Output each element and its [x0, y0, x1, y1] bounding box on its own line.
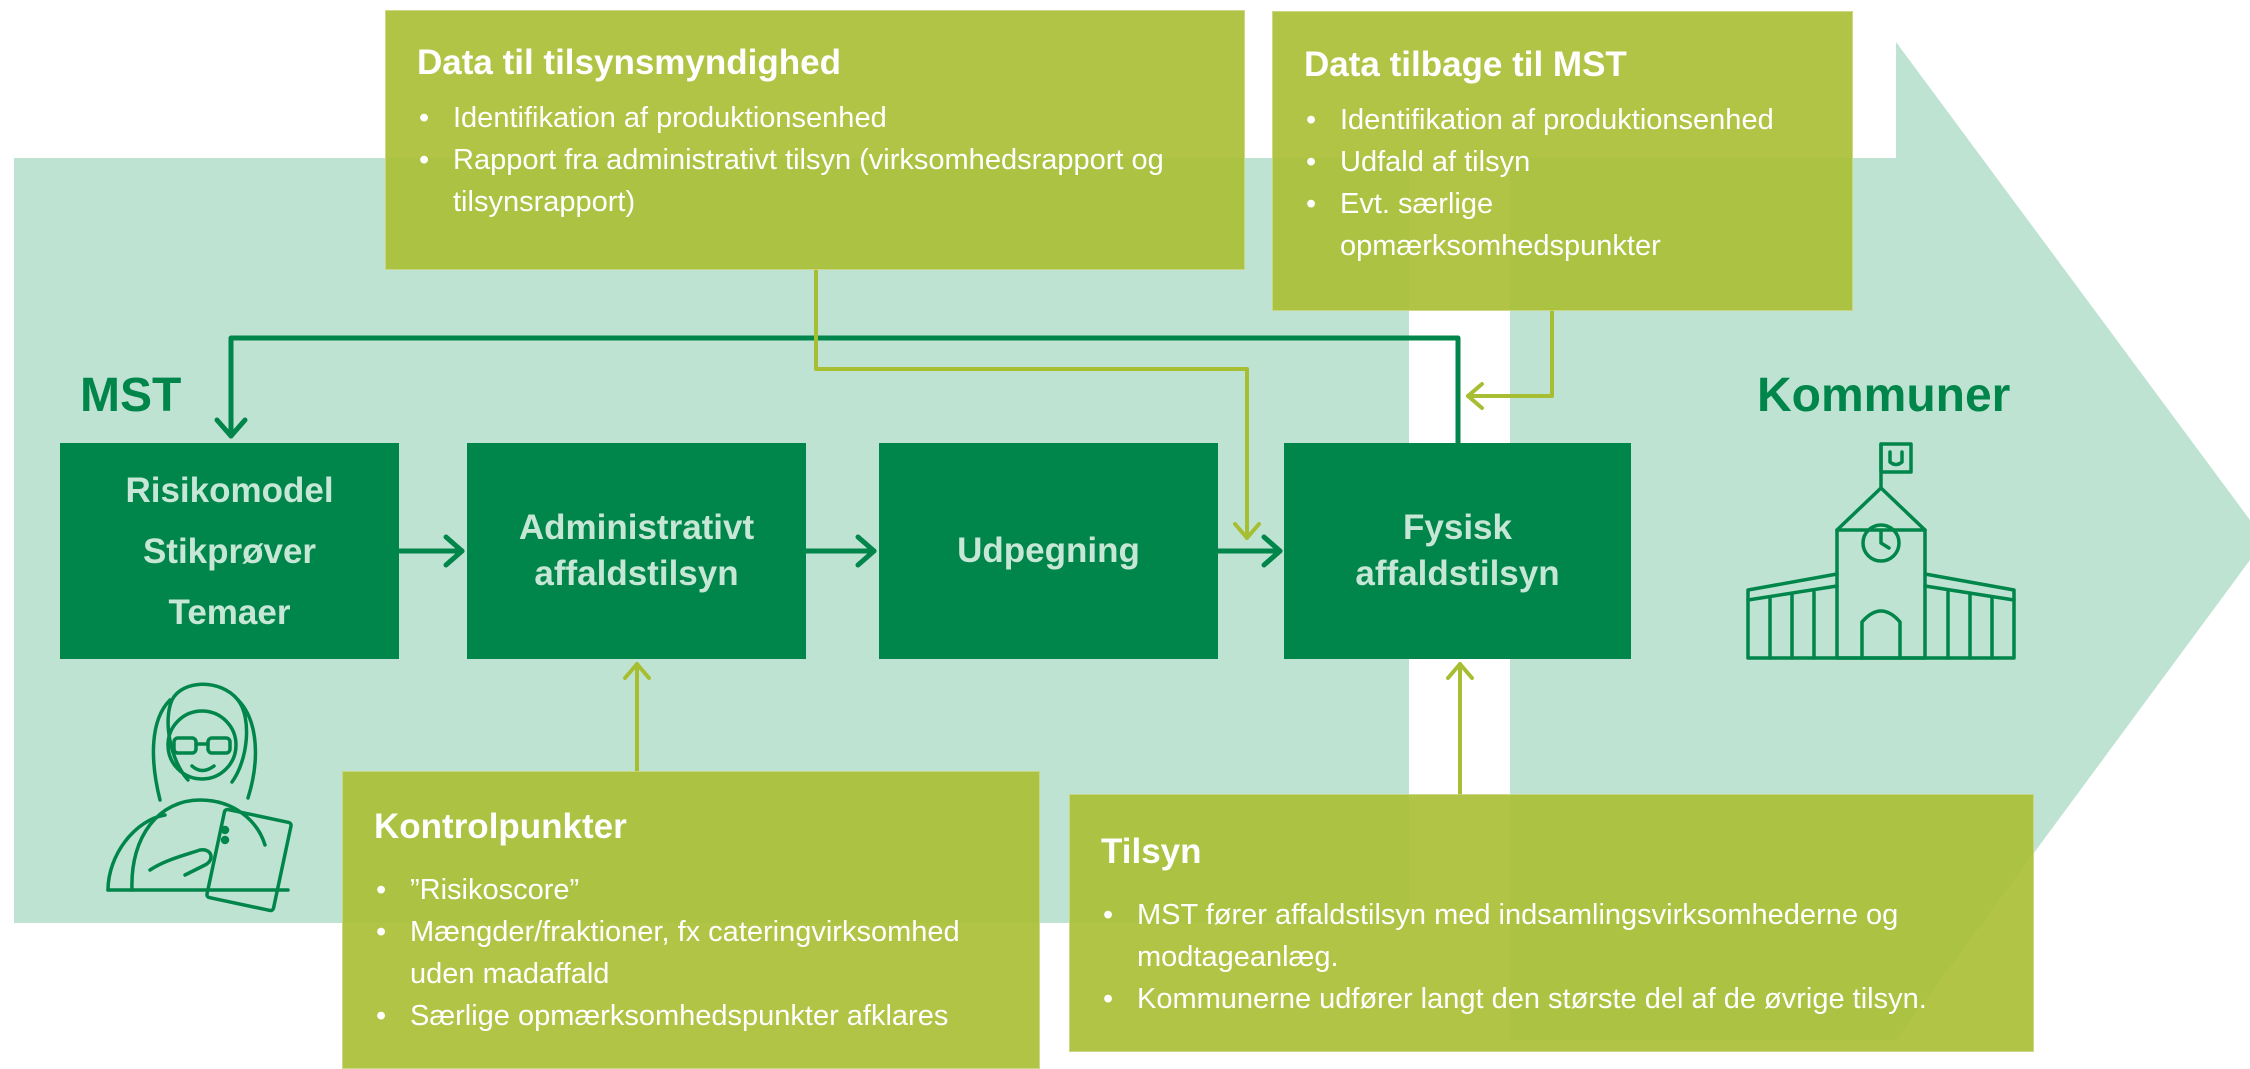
- step-label: Stikprøver: [142, 531, 317, 571]
- mst-label: MST: [80, 369, 182, 422]
- list-item: Identifikation af produktionsenhed: [1304, 99, 1823, 141]
- arrow-data-mst-to-loop: [1466, 309, 1554, 398]
- info-box-list: MST fører affaldstilsyn med indsamlingsv…: [1101, 894, 2004, 1020]
- step-label: Fysisk: [1403, 508, 1512, 547]
- info-box-title: Tilsyn: [1101, 832, 1202, 871]
- list-item: Evt. særlige opmærksomhedspunkter: [1304, 183, 1823, 267]
- list-item: ”Risikoscore”: [374, 869, 1010, 911]
- administrativt-affaldstilsyn-box: Administrativt affaldstilsyn: [467, 443, 806, 659]
- kontrolpunkter-box: Kontrolpunkter ”Risikoscore” Mængder/fra…: [342, 771, 1040, 1069]
- town-hall-icon: [1746, 442, 2016, 660]
- person-with-tablet-icon: [106, 682, 293, 913]
- list-item: Identifikation af produktionsenhed: [417, 97, 1215, 139]
- udpegning-box: Udpegning: [879, 443, 1218, 659]
- step-label: affaldstilsyn: [1355, 554, 1560, 593]
- info-box-list: Identifikation af produktionsenhed Rappo…: [417, 97, 1215, 223]
- step-label: Risikomodel: [125, 470, 334, 510]
- list-item: Udfald af tilsyn: [1304, 141, 1823, 183]
- tilsyn-box: Tilsyn MST fører affaldstilsyn med indsa…: [1069, 794, 2034, 1052]
- list-item: Kommunerne udfører langt den største del…: [1101, 978, 2004, 1020]
- step-label: affaldstilsyn: [534, 554, 739, 593]
- kommuner-label: Kommuner: [1757, 369, 2011, 422]
- list-item: Rapport fra administrativt tilsyn (virks…: [417, 139, 1215, 223]
- info-box-title: Kontrolpunkter: [374, 807, 627, 846]
- data-tilbage-til-mst-box: Data tilbage til MST Identifikation af p…: [1272, 11, 1853, 311]
- arrow-data-tilsyn-to-fysisk: [814, 268, 1249, 540]
- step-label: Udpegning: [957, 531, 1140, 570]
- list-item: Særlige opmærksomhedspunkter afklares: [374, 995, 1010, 1037]
- list-item: MST fører affaldstilsyn med indsamlingsv…: [1101, 894, 2004, 978]
- arrow-feedback-loop: [228, 335, 1461, 446]
- risikomodel-box: Risikomodel Stikprøver Temaer: [60, 443, 399, 659]
- step-label: Temaer: [168, 592, 291, 632]
- data-til-tilsynsmyndighed-box: Data til tilsynsmyndighed Identifikation…: [385, 10, 1245, 270]
- info-box-title: Data tilbage til MST: [1304, 45, 1627, 84]
- step-label: Administrativt: [518, 508, 755, 547]
- fysisk-affaldstilsyn-box: Fysisk affaldstilsyn: [1284, 443, 1631, 659]
- info-box-list: ”Risikoscore” Mængder/fraktioner, fx cat…: [374, 869, 1010, 1037]
- list-item: Mængder/fraktioner, fx cateringvirksomhe…: [374, 911, 1010, 995]
- info-box-title: Data til tilsynsmyndighed: [417, 43, 841, 82]
- info-box-list: Identifikation af produktionsenhed Udfal…: [1304, 99, 1823, 267]
